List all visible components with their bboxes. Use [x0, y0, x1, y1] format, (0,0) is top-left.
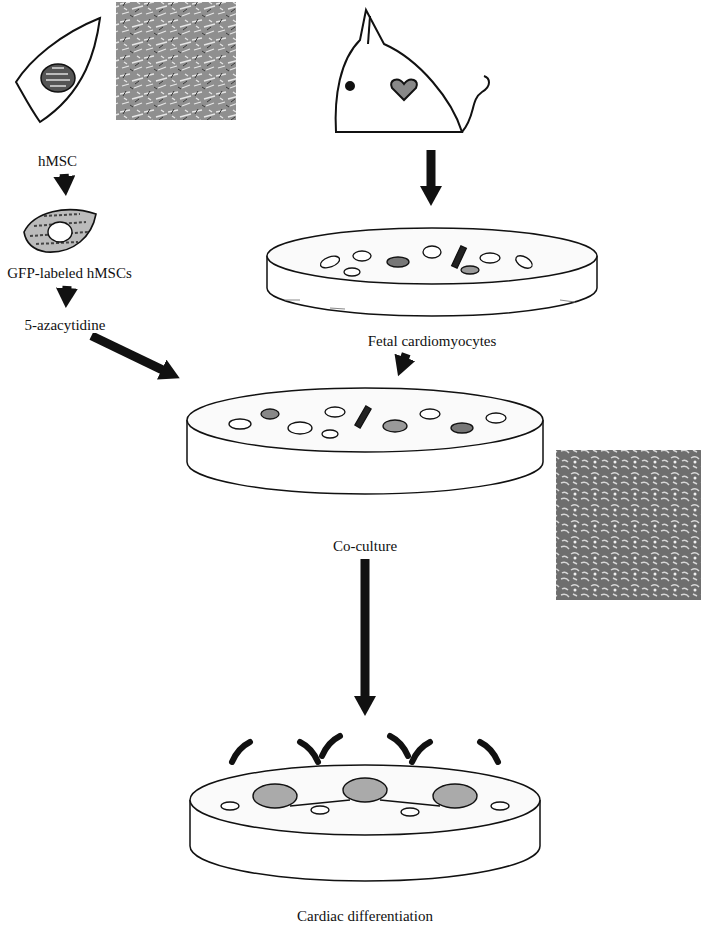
gfp-cell-drawing [24, 210, 96, 252]
dish-node: Cardiac differentiation [185, 720, 545, 925]
mouse-drawing [336, 10, 489, 132]
cell-node: GFP-labeled hMSCs [2, 200, 137, 282]
cell-node: hMSC [0, 10, 115, 170]
culture-dish [187, 388, 543, 494]
process-arrow [62, 286, 72, 298]
process-arrow [427, 150, 436, 196]
dish-node: Co-culture [182, 380, 548, 555]
label-line: GFP-labeled hMSCs [2, 265, 137, 282]
culture-dish [190, 765, 540, 881]
process-arrow [361, 559, 370, 706]
process-arrow [91, 336, 170, 374]
nucleus-texture [46, 68, 70, 86]
co-cultured-cells [229, 406, 506, 438]
label-line: Fetal cardiomyocytes [262, 333, 602, 350]
culture-dish [267, 228, 597, 316]
treatment-label: 5-azacytidine [0, 312, 130, 334]
nucleus [48, 222, 72, 242]
label-line: 5-azacytidine [0, 317, 130, 334]
process-arrow [401, 354, 406, 367]
label-line: Co-culture [182, 538, 548, 555]
dish-node: Fetal cardiomyocytes [262, 215, 602, 350]
label-line: Cardiac differentiation [185, 908, 545, 925]
nucleus [41, 64, 75, 92]
cell-drawing [16, 18, 100, 122]
node-label: GFP-labeled hMSCs [5, 265, 134, 281]
micrograph [556, 450, 701, 600]
beating-marks [232, 736, 498, 762]
gfp-texture [30, 214, 88, 244]
node-label: 5-azacytidine [23, 317, 108, 333]
label-line: hMSC [0, 153, 115, 170]
node-label: hMSC [36, 153, 79, 169]
beating-cells [221, 778, 509, 816]
micrograph [116, 2, 236, 120]
cardiomyocytes [319, 246, 534, 276]
node-label: Cardiac differentiation [295, 908, 435, 924]
process-arrow [60, 174, 70, 186]
node-label: Co-culture [331, 538, 399, 554]
node-label: Fetal cardiomyocytes [366, 333, 499, 349]
